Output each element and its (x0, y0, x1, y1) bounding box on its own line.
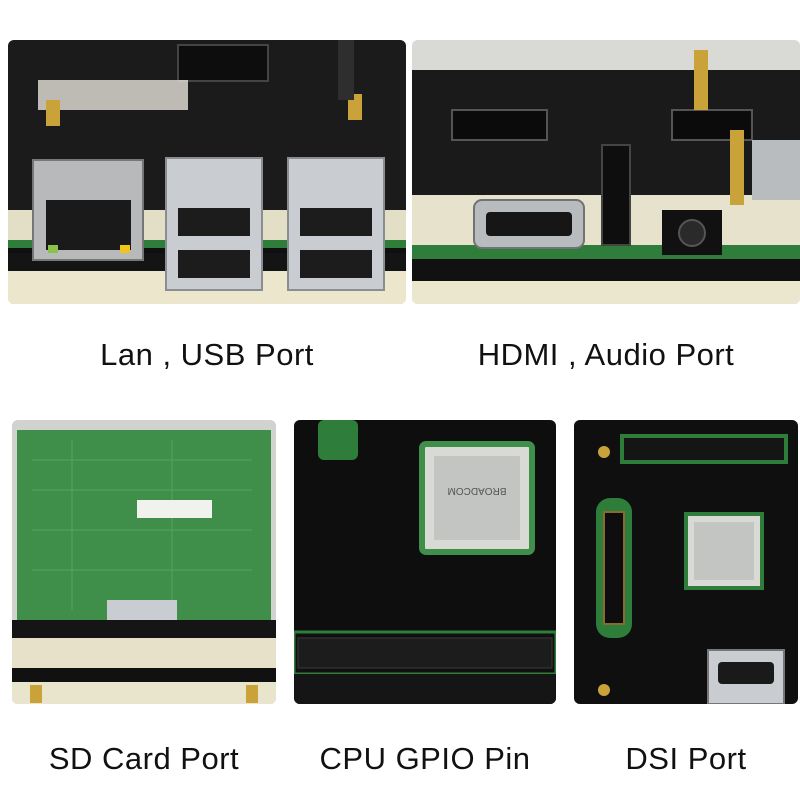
caption-lan-usb-port: Lan , USB Port (100, 337, 314, 372)
photo-cpu-gpio-pin: BROADCOM (294, 420, 556, 704)
caption-cpu-gpio-pin: CPU GPIO Pin (319, 741, 531, 776)
caption-hdmi-audio-port: HDMI , Audio Port (477, 337, 735, 372)
photo-hdmi-audio-port (412, 40, 800, 304)
photo-sd-card-port (12, 420, 276, 704)
caption-dsi-port: DSI Port (625, 741, 747, 776)
photo-lan-usb-port (8, 40, 406, 304)
caption-sd-card-port: SD Card Port (48, 741, 240, 776)
photo-dsi-port (574, 420, 798, 704)
chip-label-broadcom: BROADCOM (448, 485, 507, 496)
